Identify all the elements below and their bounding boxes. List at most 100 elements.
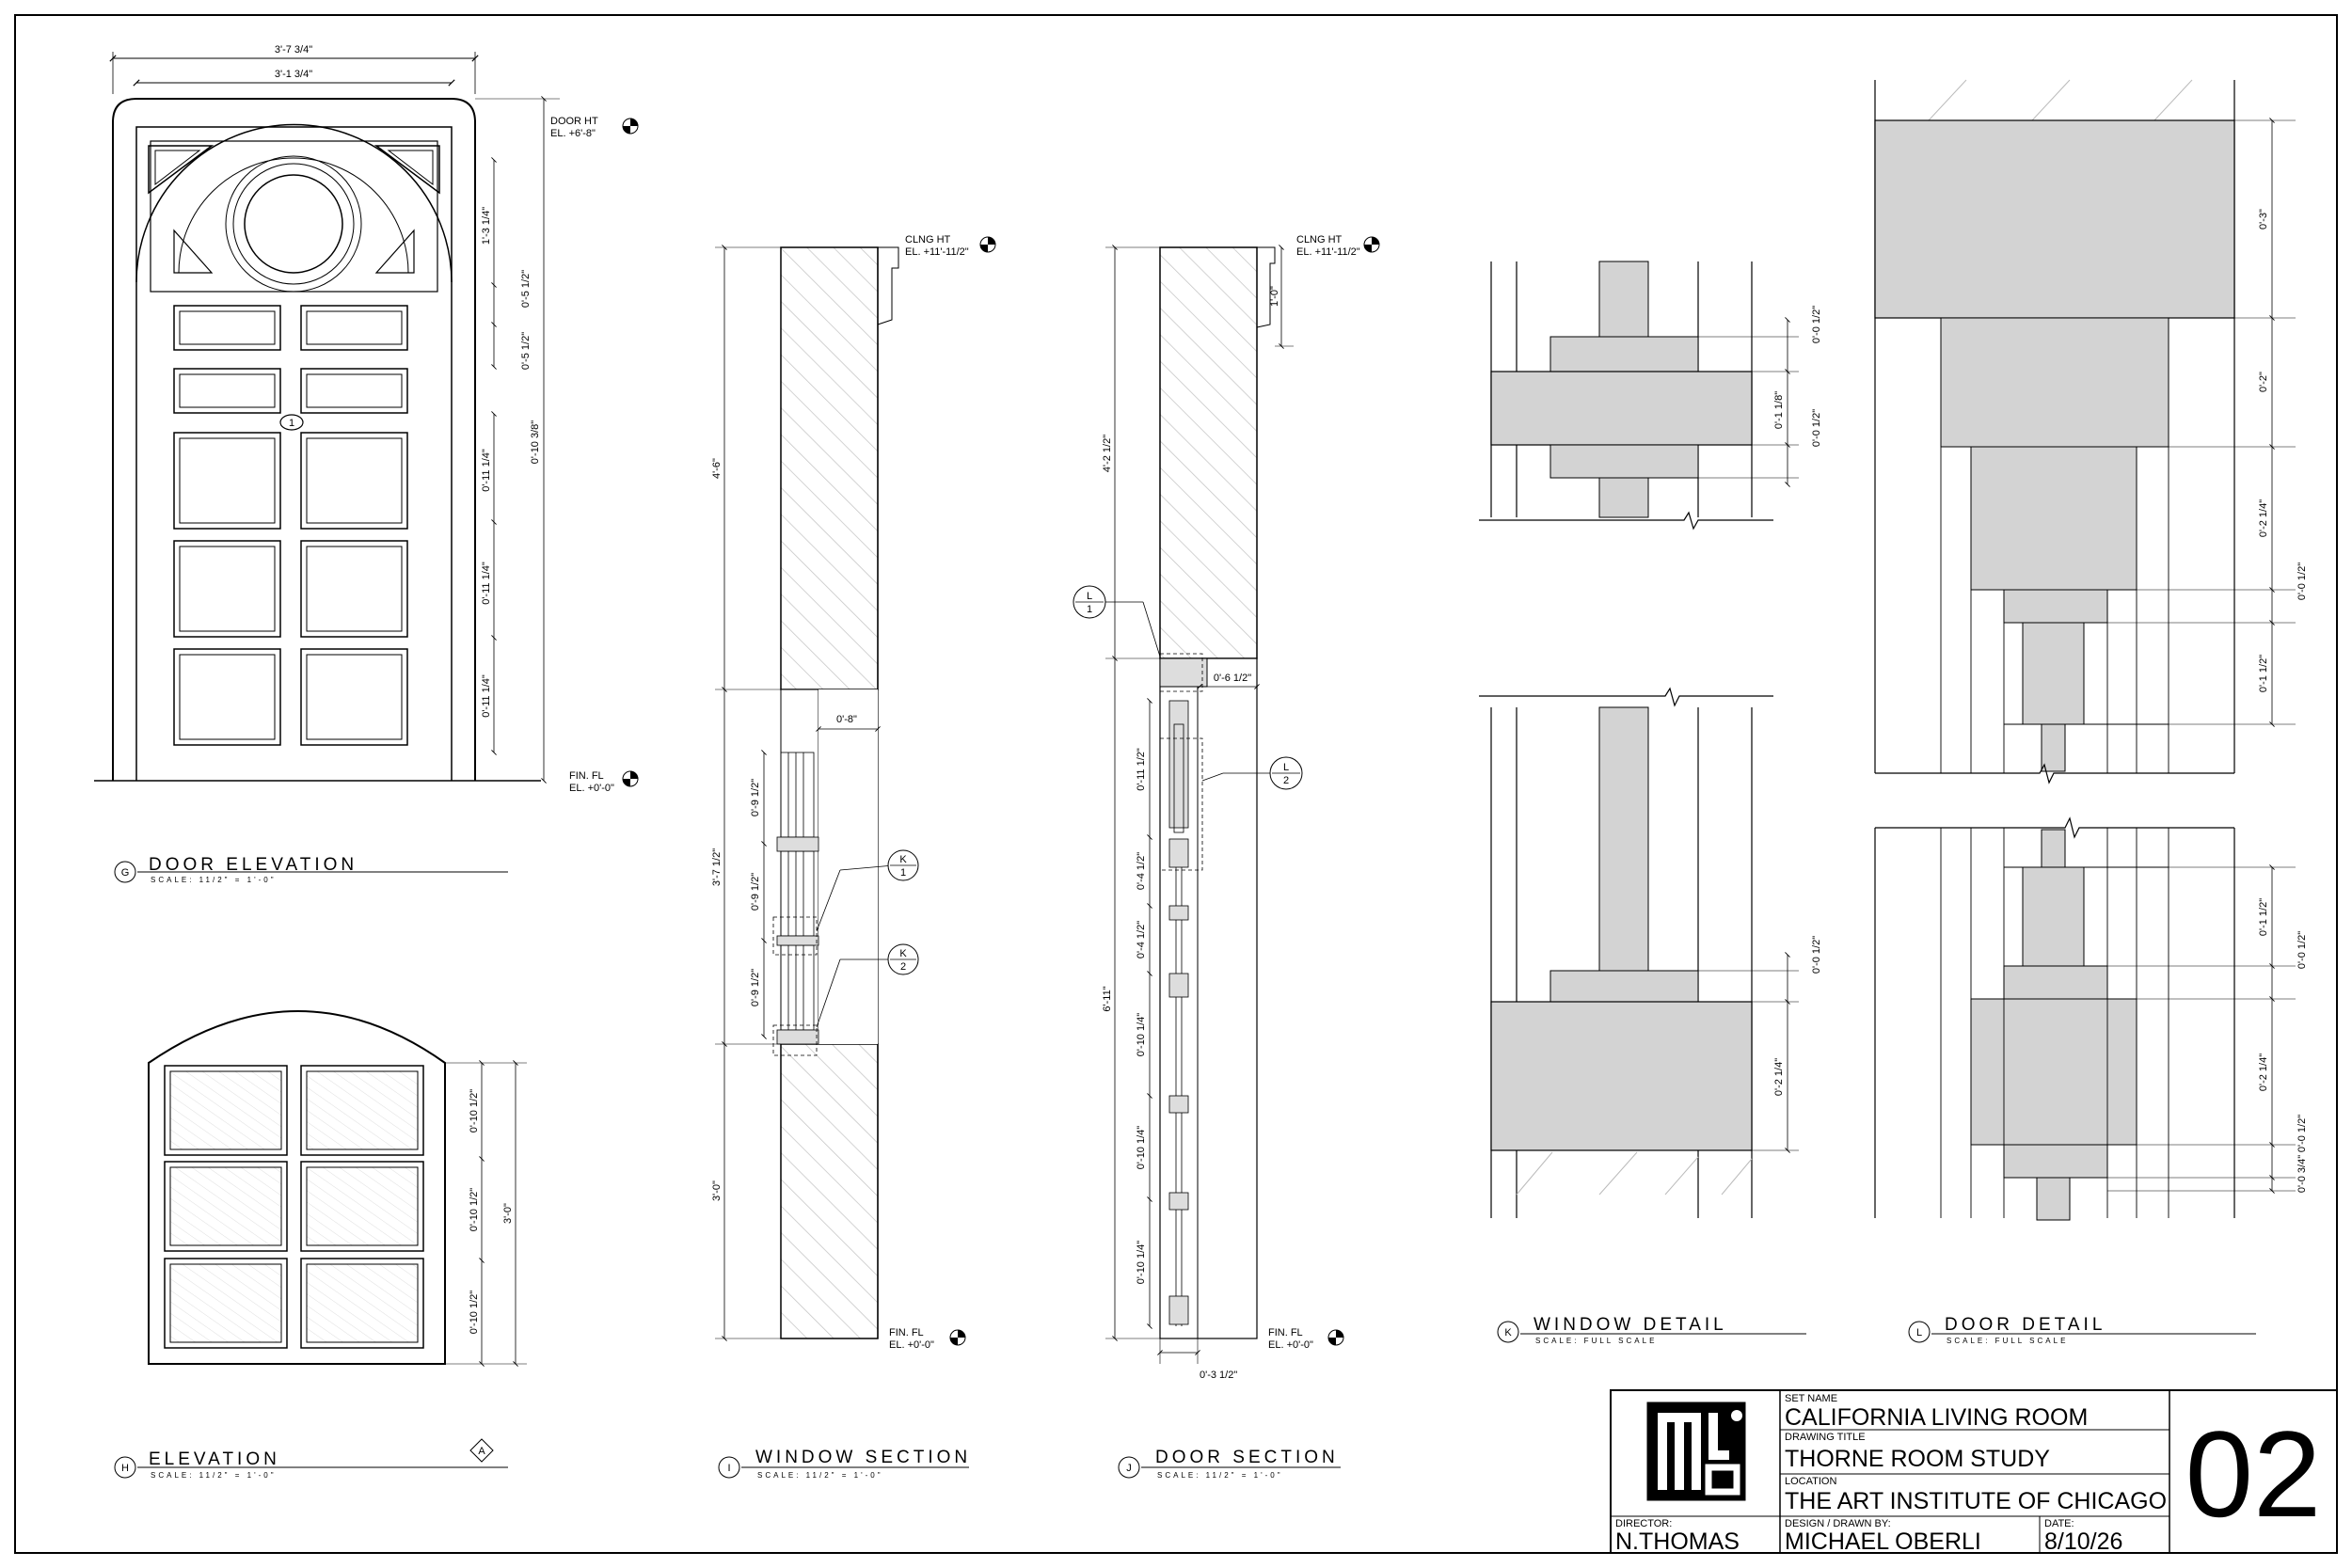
dd-dim-top-5: 0'-1 1/2" bbox=[2258, 655, 2269, 692]
dim-right-1: 1'-3 1/4" bbox=[481, 207, 492, 245]
wd-dim-bot-2: 0'-2 1/4" bbox=[1773, 1058, 1785, 1096]
dim-right-5: 0'-11 1/4" bbox=[481, 562, 492, 605]
dd-dim-bot-4: 0'-0 1/2" bbox=[2296, 1115, 2308, 1152]
ds-dim-panel-6: 0'-10 1/4" bbox=[1136, 1241, 1147, 1284]
dd-dim-top-1: 0'-3" bbox=[2258, 209, 2269, 230]
view-badge-l-label: L bbox=[1916, 1327, 1922, 1338]
ds-callout-l2-top: L bbox=[1283, 762, 1289, 773]
ds-dim-total: 6'-11" bbox=[1102, 986, 1113, 1011]
wd-dim-top-2: 0'-1 1/8" bbox=[1773, 391, 1785, 429]
ds-fin-fl-el: EL. +0'-0" bbox=[1268, 1339, 1313, 1351]
view-badge-i-label: I bbox=[727, 1463, 730, 1474]
ws-dim-sash-1: 0'-9 1/2" bbox=[750, 779, 761, 816]
view-scale-door-detail: SCALE: FULL SCALE bbox=[1947, 1337, 2068, 1345]
door-ht-label: DOOR HT bbox=[550, 116, 598, 127]
ws-fin-fl-label: FIN. FL bbox=[889, 1327, 924, 1338]
door-detail-view: 0'-3" 0'-2" 0'-2 1/4" 0'-0 1/2" 0'-1 1/2… bbox=[1874, 79, 2308, 1345]
ws-dim-mid: 3'-7 1/2" bbox=[711, 848, 723, 886]
ds-dim-panel-4: 0'-10 1/4" bbox=[1136, 1013, 1147, 1056]
view-badge-h-label: H bbox=[121, 1463, 129, 1474]
location-value: THE ART INSTITUTE OF CHICAGO bbox=[1785, 1488, 2167, 1514]
wd-dim-top-1: 0'-0 1/2" bbox=[1811, 306, 1822, 343]
wd-dim-top-3: 0'-0 1/2" bbox=[1811, 409, 1822, 447]
drawing-title-label: DRAWING TITLE bbox=[1785, 1432, 1866, 1443]
elev-dim-3: 0'-10 1/2" bbox=[469, 1291, 480, 1334]
view-title-door-detail: DOOR DETAIL bbox=[1945, 1315, 2106, 1335]
dd-dim-top-2: 0'-2" bbox=[2258, 372, 2269, 392]
elevation-tag-label: A bbox=[478, 1446, 485, 1457]
view-badge-h bbox=[114, 1456, 136, 1479]
elev-dim-2: 0'-10 1/2" bbox=[469, 1188, 480, 1231]
ds-dim-head: 0'-6 1/2" bbox=[1214, 673, 1251, 684]
elevation-view: 0'-10 1/2" 0'-10 1/2" 0'-10 1/2" 3'-0" H… bbox=[114, 1010, 527, 1480]
dim-right-2: 0'-5 1/2" bbox=[520, 270, 532, 308]
ds-clng-el: EL. +11'-11/2" bbox=[1296, 246, 1360, 258]
dim-overall-height: 0'-10 3/8" bbox=[530, 420, 541, 464]
director-value: N.THOMAS bbox=[1615, 1528, 1740, 1555]
ds-callout-l1-bottom: 1 bbox=[1087, 604, 1092, 615]
ds-dim-panel-2: 0'-4 1/2" bbox=[1136, 852, 1147, 890]
ds-dim-top: 4'-2 1/2" bbox=[1102, 435, 1113, 472]
dd-dim-top-3: 0'-2 1/4" bbox=[2258, 499, 2269, 537]
ds-dim-panel-3: 0'-4 1/2" bbox=[1136, 921, 1147, 958]
view-badge-j bbox=[1118, 1456, 1140, 1479]
view-badge-l bbox=[1908, 1321, 1931, 1343]
location-label: LOCATION bbox=[1785, 1476, 1836, 1487]
ws-callout-k1-bottom: 1 bbox=[900, 867, 906, 879]
view-title-window-detail: WINDOW DETAIL bbox=[1534, 1315, 1727, 1335]
ds-dim-panel-5: 0'-10 1/4" bbox=[1136, 1126, 1147, 1169]
date-value: 8/10/26 bbox=[2044, 1528, 2122, 1555]
ws-callout-k2-bottom: 2 bbox=[900, 961, 906, 973]
ds-dim-crown: 1'-0" bbox=[1269, 286, 1280, 307]
elevation-tag-diamond bbox=[469, 1438, 494, 1463]
sheet-border bbox=[14, 14, 2338, 1554]
view-title-window-section: WINDOW SECTION bbox=[755, 1448, 971, 1467]
drawn-by-value: MICHAEL OBERLI bbox=[1785, 1528, 1981, 1555]
fin-fl-label: FIN. FL bbox=[569, 770, 604, 782]
date-label: DATE: bbox=[2044, 1518, 2074, 1529]
view-badge-g bbox=[114, 861, 136, 883]
view-scale-window-detail: SCALE: FULL SCALE bbox=[1535, 1337, 1657, 1345]
ds-dim-panel-1: 0'-11 1/2" bbox=[1136, 748, 1147, 791]
dd-dim-top-4: 0'-0 1/2" bbox=[2296, 562, 2308, 600]
ws-clng-label: CLNG HT bbox=[905, 234, 951, 245]
elev-dim-overall: 3'-0" bbox=[502, 1203, 514, 1224]
ws-dim-bot: 3'-0" bbox=[711, 1180, 723, 1201]
dim-outer-width: 3'-7 3/4" bbox=[275, 44, 312, 55]
view-badge-k-label: K bbox=[1504, 1327, 1512, 1338]
view-title-door-elevation: DOOR ELEVATION bbox=[149, 855, 358, 875]
door-elevation-view: 1 3'-7 3/4" 3'-1 3/4" 1'-3 1/4" 0'-5 1/2… bbox=[94, 44, 639, 884]
dim-right-3: 0'-5 1/2" bbox=[520, 332, 532, 370]
sheet-number: 02 bbox=[2185, 1405, 2322, 1543]
director-label: DIRECTOR: bbox=[1615, 1518, 1672, 1529]
ds-fin-fl-label: FIN. FL bbox=[1268, 1327, 1303, 1338]
ws-callout-k1-top: K bbox=[899, 854, 907, 865]
drawn-by-label: DESIGN / DRAWN BY: bbox=[1785, 1518, 1891, 1529]
dd-dim-bot-3: 0'-2 1/4" bbox=[2258, 1053, 2269, 1091]
ws-callout-k2-top: K bbox=[899, 948, 907, 959]
set-name-value: CALIFORNIA LIVING ROOM bbox=[1785, 1404, 2088, 1431]
window-section-view: 0'-8" 4'-6" 3'-7 1/2" 3'-0" 0'-9 1/2" 0'… bbox=[711, 234, 996, 1480]
dd-dim-bot-1: 0'-1 1/2" bbox=[2258, 898, 2269, 936]
door-tag: 1 bbox=[289, 418, 294, 429]
ws-dim-depth: 0'-8" bbox=[836, 714, 857, 725]
title-block: SET NAME CALIFORNIA LIVING ROOM DRAWING … bbox=[1610, 1389, 2338, 1555]
ds-clng-label: CLNG HT bbox=[1296, 234, 1343, 245]
view-badge-k bbox=[1497, 1321, 1519, 1343]
ds-fin-fl-marker-icon bbox=[1327, 1329, 1344, 1346]
studio-logo bbox=[1646, 1402, 1746, 1501]
view-badge-j-label: J bbox=[1126, 1463, 1132, 1474]
set-name-label: SET NAME bbox=[1785, 1393, 1837, 1404]
ws-dim-sash-3: 0'-9 1/2" bbox=[750, 969, 761, 1006]
dd-dim-bot-2: 0'-0 1/2" bbox=[2296, 931, 2308, 969]
dim-right-6: 0'-11 1/4" bbox=[481, 674, 492, 718]
view-title-door-section: DOOR SECTION bbox=[1155, 1448, 1339, 1467]
dim-inner-width: 3'-1 3/4" bbox=[275, 69, 312, 80]
ws-clng-el: EL. +11'-11/2" bbox=[905, 246, 969, 258]
view-scale-elevation: SCALE: 11/2" = 1'-0" bbox=[151, 1471, 277, 1480]
view-badge-i bbox=[718, 1456, 740, 1479]
dd-dim-bot-5: 0'-0 3/4" bbox=[2296, 1155, 2308, 1193]
ws-clng-marker-icon bbox=[979, 236, 996, 253]
view-scale-door-elevation: SCALE: 11/2" = 1'-0" bbox=[151, 876, 277, 884]
